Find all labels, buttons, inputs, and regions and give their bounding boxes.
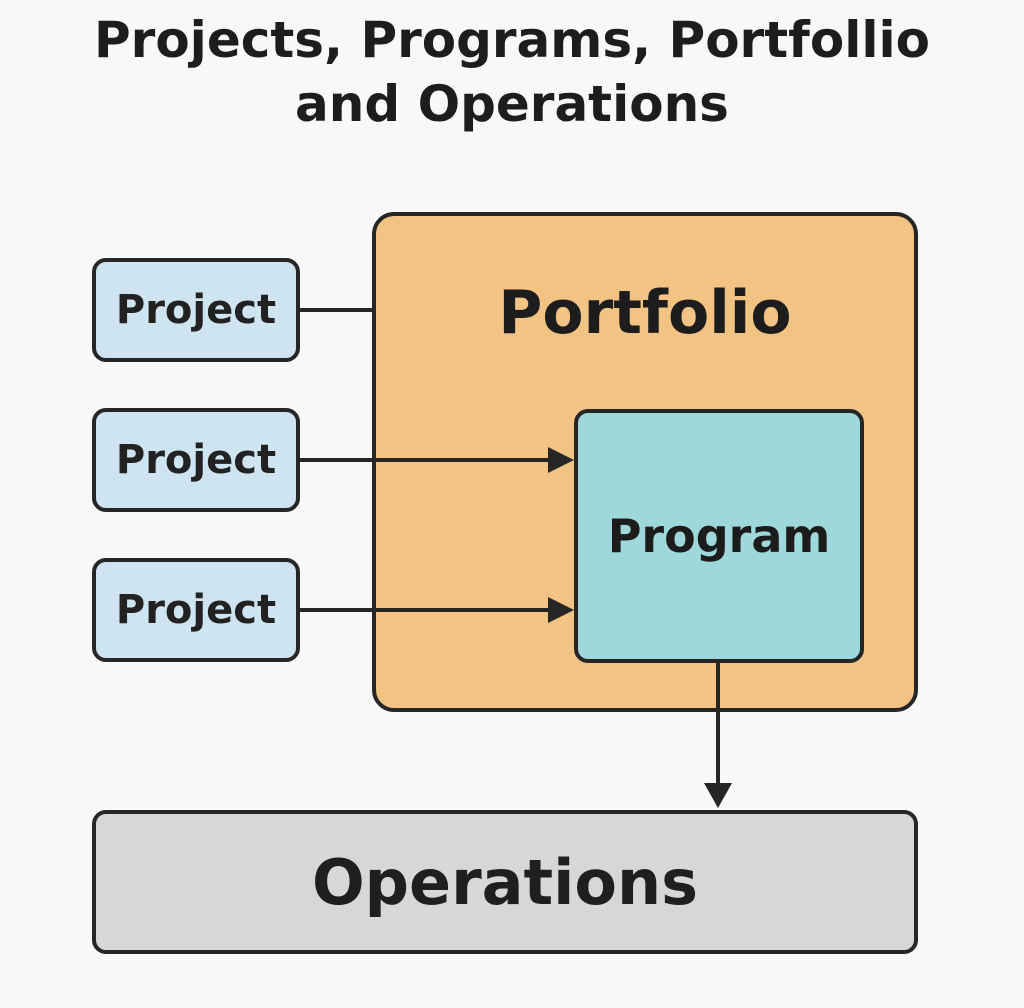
project-label-2: Project [115,437,277,483]
arrowhead-program-operations [704,783,732,808]
project-box-2: Project [92,408,300,512]
project-box-3: Project [92,558,300,662]
program-box: Program [574,409,864,663]
project-label-1: Project [115,287,277,333]
title-line-2: and Operations [295,75,729,133]
operations-label: Operations [311,845,699,919]
project-box-1: Project [92,258,300,362]
operations-box: Operations [92,810,918,954]
portfolio-label: Portfolio [498,278,792,348]
title-line-1: Projects, Programs, Portfollio [94,11,930,69]
project-label-3: Project [115,587,277,633]
program-label: Program [607,509,831,563]
